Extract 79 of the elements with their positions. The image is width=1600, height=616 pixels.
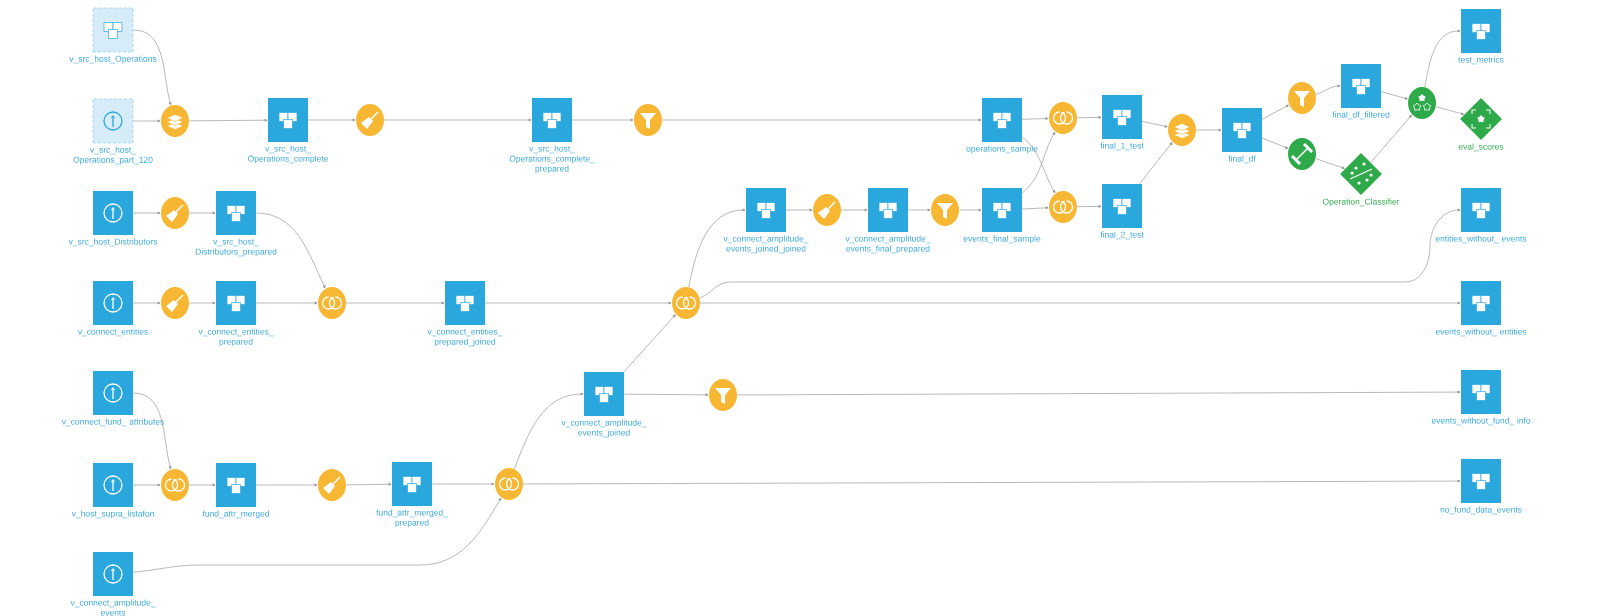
connector	[431, 482, 495, 486]
node-label: no_fund_data_events	[1440, 506, 1522, 515]
connector	[307, 118, 356, 122]
connector	[188, 211, 216, 215]
connector	[132, 211, 161, 215]
connector	[255, 301, 318, 305]
node-label: fund_attr_merged_ prepared	[376, 509, 448, 528]
node-label: Operation_Classifier	[1322, 198, 1400, 207]
connector	[699, 208, 1461, 299]
connector	[133, 119, 161, 123]
node-label: v_connect_amplitude_ events_joined_joined	[723, 235, 809, 254]
connector	[188, 118, 268, 122]
node-label: test_metrics	[1458, 56, 1504, 65]
connector	[132, 497, 502, 573]
connector	[1021, 206, 1049, 210]
connector	[958, 208, 982, 212]
node-label: events_without_ entities	[1435, 328, 1527, 337]
connector	[345, 482, 392, 486]
connector	[1195, 128, 1222, 132]
connector	[1076, 205, 1102, 208]
node-label: v_src_host_Operations	[69, 55, 157, 64]
connector	[345, 301, 445, 305]
connector	[661, 118, 982, 122]
node-label: v_connect_entities_ prepared	[198, 328, 274, 347]
node-label: entities_without_ events	[1435, 235, 1527, 244]
node-label: v_connect_entities	[77, 328, 148, 337]
connector	[1315, 84, 1341, 95]
connector	[840, 208, 868, 212]
node-label: operations_sample	[966, 145, 1038, 154]
connector	[255, 212, 326, 289]
connector	[688, 208, 746, 288]
node-label: events_without_fund_ info	[1431, 417, 1531, 426]
node-label: fund_attr_merged	[202, 510, 269, 519]
node-label: v_connect_entities_ prepared_joined	[427, 328, 503, 347]
node-label: final_1_test	[1100, 142, 1144, 151]
connector	[1076, 116, 1102, 119]
connector	[133, 29, 172, 106]
node-label: v_host_supra_listafon	[71, 510, 154, 519]
connector	[1315, 158, 1345, 169]
connector	[1370, 114, 1412, 163]
node-label: v_connect_amplitude_ events_final_prepared	[845, 235, 931, 254]
connector	[484, 301, 672, 305]
node-label: v_src_host_ Operations_complete_ prepared	[509, 145, 595, 174]
connector	[132, 483, 161, 487]
connector	[1021, 117, 1049, 120]
node-label: v_src_host_Distributors	[68, 238, 158, 247]
connector	[1435, 106, 1464, 115]
node-label: final_df	[1228, 155, 1256, 164]
connector	[188, 301, 216, 305]
node-label: v_src_host_ Operations_part_120	[73, 146, 153, 165]
connector	[188, 483, 216, 487]
connector	[623, 393, 709, 397]
connector	[785, 208, 813, 212]
node-label: v_connect_amplitude_ events	[70, 599, 156, 616]
node-label: final_2_test	[1100, 231, 1144, 240]
connector	[907, 208, 931, 212]
node-label: v_src_host_ Operations_complete	[248, 145, 328, 164]
node-label: events_final_sample	[963, 235, 1041, 244]
node-label: final_df_filtered	[1332, 111, 1390, 120]
node-label: v_src_host_ Distributors_prepared	[195, 238, 277, 257]
connector	[132, 392, 172, 470]
connector	[1261, 104, 1289, 120]
node-label: v_connect_fund_ attributes	[61, 418, 164, 427]
connector	[522, 479, 1461, 485]
connector	[699, 301, 1461, 305]
connector	[571, 118, 634, 122]
connector	[1424, 29, 1461, 88]
node-label: eval_scores	[1458, 143, 1504, 152]
connector	[1261, 137, 1289, 149]
connector	[132, 301, 161, 305]
connector	[1380, 91, 1408, 100]
connector	[623, 314, 676, 373]
connector	[383, 118, 532, 122]
connector	[1139, 142, 1173, 185]
connector	[1141, 121, 1168, 128]
connector	[255, 483, 318, 487]
node-label: v_connect_amplitude_ events_joined	[561, 419, 647, 438]
connector	[514, 392, 584, 470]
connector	[736, 390, 1461, 396]
